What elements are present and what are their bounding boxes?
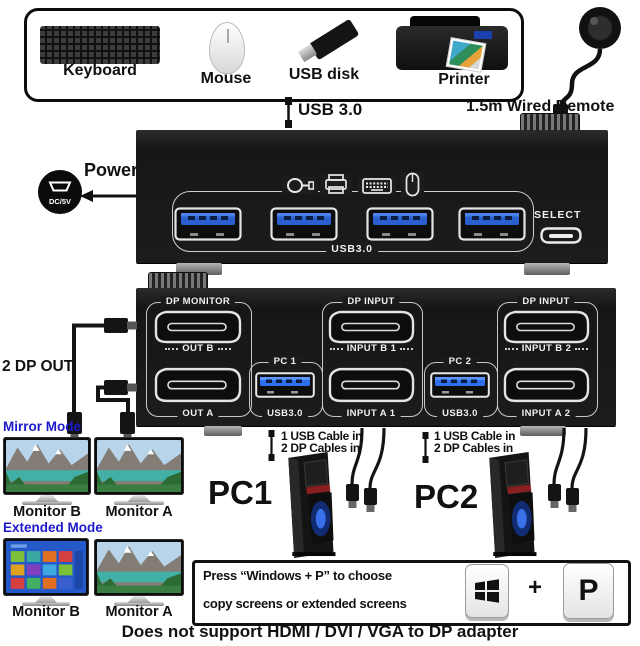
p-key-label: P bbox=[578, 574, 599, 607]
dp-out-label: 2 DP OUT bbox=[2, 358, 74, 375]
printer-label: Printer bbox=[438, 71, 490, 88]
pc2-usb-port bbox=[430, 372, 490, 398]
pc2-cable-line2: 2 DP Cables in bbox=[434, 441, 513, 455]
mirror-mode-label: Mirror Mode bbox=[3, 419, 82, 434]
usb-port-2 bbox=[270, 207, 338, 241]
pc1-cable-icon bbox=[268, 430, 275, 461]
device2-foot-right bbox=[520, 426, 566, 436]
printer-image bbox=[396, 16, 508, 74]
dp-port-out-a bbox=[154, 367, 242, 403]
pc1-usb-label: USB3.0 bbox=[262, 408, 308, 419]
extended-monitor-b-label: Monitor B bbox=[12, 604, 80, 620]
windows-logo-icon bbox=[475, 579, 499, 603]
windows-tiles-image bbox=[6, 541, 86, 593]
footer-note: Does not support HDMI / DVI / VGA to DP … bbox=[121, 622, 519, 641]
input-b1-label-row: INPUT B 1 bbox=[328, 343, 415, 354]
instruction-line1: Press “Windows + P” to choose bbox=[203, 568, 392, 583]
windows-key bbox=[465, 564, 509, 618]
mirror-monitor-a-label: Monitor A bbox=[105, 504, 173, 520]
dp-out-cables bbox=[67, 318, 137, 443]
dp-port-input-b1 bbox=[328, 310, 415, 344]
pc2-usb-label: USB3.0 bbox=[437, 408, 483, 419]
mouse-label: Mouse bbox=[200, 70, 252, 87]
extended-monitor-b bbox=[3, 538, 89, 606]
pc1-cable-note: 1 USB Cable in 2 DP Cables in bbox=[281, 430, 362, 454]
pc2-group-label: PC 2 bbox=[443, 356, 477, 367]
plus-sign: + bbox=[528, 574, 543, 601]
mirror-monitor-b-label: Monitor B bbox=[13, 504, 81, 520]
dp-monitor-label: DP MONITOR bbox=[160, 296, 236, 307]
pc2-cables-image bbox=[548, 428, 588, 512]
dp-port-out-b bbox=[154, 310, 242, 344]
extended-mode-label: Extended Mode bbox=[3, 520, 103, 535]
pc2-cable-line1: 1 USB Cable in bbox=[434, 429, 516, 443]
device2-foot-left bbox=[204, 426, 242, 436]
pc1-cable-line1: 1 USB Cable in bbox=[281, 429, 363, 443]
pc1-cable-line2: 2 DP Cables in bbox=[281, 441, 360, 455]
pc1-tower-image bbox=[288, 451, 336, 558]
keyboard-image bbox=[40, 26, 160, 64]
pc2-tower-image bbox=[489, 451, 537, 558]
input-a2-label: INPUT A 2 bbox=[516, 408, 576, 419]
dp-input1-label: DP INPUT bbox=[342, 296, 400, 307]
landscape-image bbox=[97, 440, 181, 492]
extended-monitor-a-label: Monitor A bbox=[105, 604, 173, 620]
pc1-usb-port bbox=[255, 372, 315, 398]
mirror-monitor-a bbox=[94, 437, 184, 505]
dp-port-input-b2 bbox=[503, 310, 590, 344]
dp-input2-label: DP INPUT bbox=[517, 296, 575, 307]
pc2-cable-note: 1 USB Cable in 2 DP Cables in bbox=[434, 430, 515, 454]
usb-disk-image bbox=[292, 14, 370, 66]
pc2-label: PC2 bbox=[414, 478, 479, 515]
landscape-image bbox=[97, 542, 181, 593]
keyboard-label: Keyboard bbox=[63, 62, 137, 79]
power-arrow bbox=[80, 190, 137, 202]
pc1-cables-image bbox=[346, 428, 386, 512]
p-key: P bbox=[563, 563, 614, 619]
dc-power-port: DC/5V bbox=[38, 170, 82, 214]
power-label: Power bbox=[84, 160, 139, 180]
input-b2-label: INPUT B 2 bbox=[521, 343, 572, 354]
keyboard-icon bbox=[358, 177, 396, 195]
out-a-label: OUT A bbox=[177, 408, 219, 419]
usb-port-4 bbox=[458, 207, 526, 241]
usb30-link-label: USB 3.0 bbox=[298, 100, 363, 119]
peripherals-box bbox=[24, 8, 524, 102]
select-port bbox=[540, 227, 582, 244]
mirror-monitor-b bbox=[3, 437, 91, 505]
printer-icon bbox=[320, 173, 352, 195]
usb30-ports-label: USB3.0 bbox=[326, 243, 378, 255]
usb-port-1 bbox=[174, 207, 242, 241]
usb-disk-label: USB disk bbox=[288, 66, 360, 83]
dc5v-label: DC/5V bbox=[48, 197, 72, 206]
dp-port-input-a2 bbox=[503, 367, 590, 403]
out-b-label: OUT B bbox=[182, 343, 214, 354]
mouse-icon bbox=[401, 172, 424, 197]
select-label: SELECT bbox=[534, 209, 582, 221]
landscape-image bbox=[6, 440, 88, 492]
windows-p-instruction-box bbox=[192, 560, 631, 626]
pc1-label: PC1 bbox=[208, 474, 273, 511]
input-b2-label-row: INPUT B 2 bbox=[503, 343, 590, 354]
dp-port-input-a1 bbox=[328, 367, 415, 403]
device1-foot-right bbox=[524, 263, 570, 275]
mouse-image bbox=[209, 22, 245, 74]
pc1-group-label: PC 1 bbox=[268, 356, 302, 367]
usb-port-3 bbox=[366, 207, 434, 241]
usb-cable-icon bbox=[285, 97, 292, 128]
pc2-cable-icon bbox=[422, 432, 429, 463]
usb-plug-icon bbox=[282, 177, 318, 194]
extended-monitor-a bbox=[94, 539, 184, 606]
input-a1-label: INPUT A 1 bbox=[341, 408, 401, 419]
input-b1-label: INPUT B 1 bbox=[346, 343, 397, 354]
wired-remote-label: 1.5m Wired Remote bbox=[466, 98, 615, 115]
out-b-label-row: OUT B bbox=[154, 343, 242, 354]
instruction-line2: copy screens or extended screens bbox=[203, 596, 407, 611]
